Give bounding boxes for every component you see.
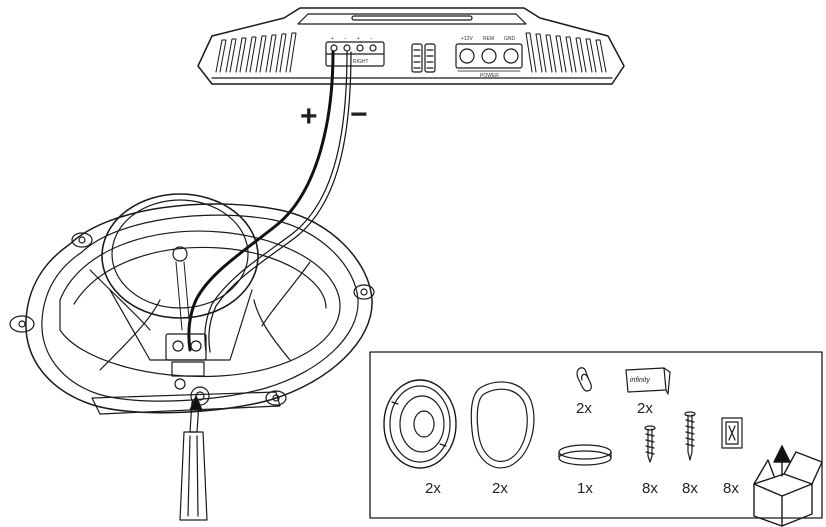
qty-screw-short: 8x: [642, 480, 658, 497]
power-caption: POWER: [480, 73, 499, 79]
terminal-label-1: +: [331, 36, 334, 42]
ring-adapter-icon: [558, 444, 612, 466]
mounting-ear-left: [9, 315, 35, 333]
heatsink-fin: [585, 38, 597, 73]
qty-badge: 2x: [637, 400, 653, 417]
heatsink-fin: [575, 37, 587, 73]
terminal-label-3: +: [357, 36, 360, 42]
qty-ring: 1x: [577, 480, 593, 497]
mounting-ear-top: [71, 232, 93, 248]
screw-short-icon: [644, 425, 656, 463]
heatsink-fin: [235, 37, 247, 73]
speaker-magnet: [101, 193, 259, 319]
negative-sign: −: [350, 98, 368, 131]
cable-tie-icon: [576, 367, 592, 392]
amplifier: + − + − RIGHT +12V REM GND POWER: [197, 7, 625, 85]
heatsink-fin: [275, 33, 287, 73]
heatsink-fin: [555, 35, 567, 73]
speaker-wires: + −: [187, 50, 368, 353]
speaker-terminal-block: + − + − RIGHT: [325, 36, 385, 67]
gasket-icon: [470, 381, 535, 469]
power-label-12v: +12V: [461, 36, 473, 42]
open-box-icon: [753, 445, 823, 527]
speaker-rear-view: [9, 193, 375, 415]
heatsink-fin: [215, 39, 227, 73]
heatsink-fin: [255, 35, 267, 73]
heatsink-fin: [245, 36, 257, 73]
heatsink-fin: [525, 32, 537, 73]
mounting-ear-bottom: [265, 390, 287, 406]
amplifier-body: [197, 7, 625, 85]
speaker-front-icon: [383, 379, 457, 469]
heatsink-fins-left: [215, 32, 297, 73]
heatsink-fin: [545, 34, 557, 73]
qty-speaker: 2x: [425, 480, 441, 497]
heatsink-fin: [535, 33, 547, 73]
positive-sign: +: [300, 100, 318, 133]
terminal-label-2: −: [344, 36, 347, 42]
screwdriver: [179, 395, 208, 521]
mounting-ear-right: [353, 284, 375, 300]
screw-long-icon: [684, 411, 696, 461]
qty-gasket: 2x: [492, 480, 508, 497]
magnet-vent: [172, 246, 188, 262]
terminal-label-4: −: [370, 36, 373, 42]
screwdriver-handle: [179, 431, 208, 521]
speaker-mounting-plate: [25, 203, 373, 414]
heatsink-fin: [595, 39, 607, 73]
power-label-rem: REM: [483, 36, 494, 42]
arrow-icon: [189, 395, 203, 411]
heatsink-fin: [225, 38, 237, 73]
parts-list-box: infinity 2x 2x: [369, 351, 823, 527]
badge-icon: infinity: [625, 367, 671, 395]
heatsink-fins-right: [525, 32, 607, 73]
heatsink-fin: [265, 34, 277, 73]
arrow-up-icon: [773, 445, 791, 463]
badge-text: infinity: [630, 377, 650, 384]
clip-nut-icon: [721, 417, 743, 449]
negative-wire: [204, 51, 348, 353]
qty-screw-long: 8x: [682, 480, 698, 497]
terminal-caption: RIGHT: [353, 59, 369, 65]
qty-clip: 8x: [723, 480, 739, 497]
power-label-gnd: GND: [504, 36, 516, 42]
speaker-basket: [59, 230, 341, 378]
amplifier-top-slot: [351, 15, 473, 21]
power-terminal-block: +12V REM GND POWER: [455, 36, 523, 79]
qty-cable-tie: 2x: [576, 400, 592, 417]
heatsink-fin: [565, 36, 577, 73]
fuse-pair: [411, 43, 436, 73]
positive-wire: [187, 50, 335, 352]
heatsink-fin: [285, 32, 297, 73]
amplifier-top-panel: [297, 13, 527, 25]
parts-frame: [369, 351, 823, 519]
